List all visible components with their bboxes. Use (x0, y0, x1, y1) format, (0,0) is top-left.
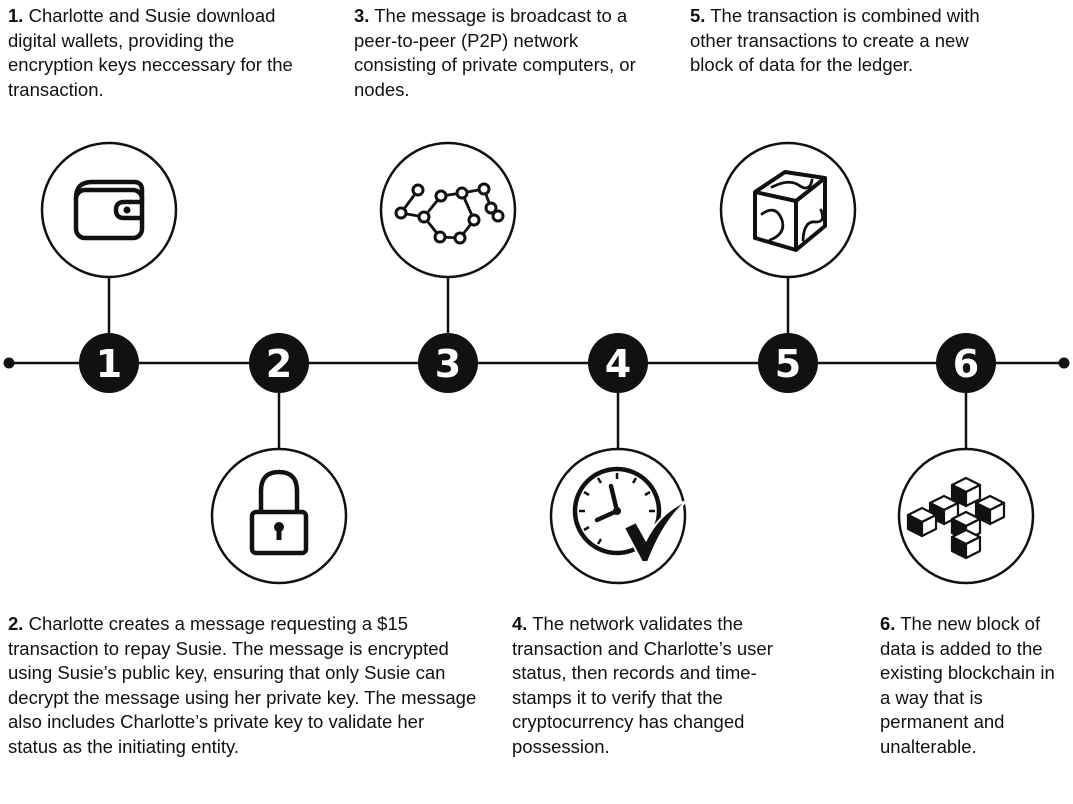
step-2-number: 2 (266, 342, 292, 386)
step-5-caption: 5. The transaction is combined with othe… (690, 4, 980, 78)
step-3-caption: 3. The message is broadcast to a peer-to… (354, 4, 644, 102)
step-3-text: The message is broadcast to a peer-to-pe… (354, 5, 636, 100)
data-block-icon (719, 141, 857, 279)
step-3-marker: 3 (418, 333, 478, 393)
chain-cube-far-left (906, 506, 938, 538)
step-6-marker: 6 (936, 333, 996, 393)
step-2-label: 2. (8, 613, 24, 634)
step-5-marker: 5 (758, 333, 818, 393)
connectors (107, 278, 968, 448)
timeline-start-dot (3, 357, 15, 369)
step-1-number: 1 (96, 342, 122, 386)
wallet-icon (40, 141, 178, 279)
timeline-end-dot (1058, 357, 1070, 369)
step-6-text: The new block of data is added to the ex… (880, 613, 1055, 757)
step-3-number: 3 (435, 342, 461, 386)
step-4-marker: 4 (588, 333, 648, 393)
step-1-caption: 1. Charlotte and Susie download digital … (8, 4, 308, 102)
chain-cube-right (974, 494, 1006, 526)
step-4-caption: 4. The network validates the transaction… (512, 612, 792, 759)
step-2-marker: 2 (249, 333, 309, 393)
blockchain-icon (897, 447, 1035, 585)
step-1-text: Charlotte and Susie download digital wal… (8, 5, 293, 100)
step-4-number: 4 (605, 342, 631, 386)
step-5-label: 5. (690, 5, 706, 26)
step-3-label: 3. (354, 5, 370, 26)
step-6-number: 6 (953, 342, 979, 386)
step-6-label: 6. (880, 613, 896, 634)
step-5-number: 5 (775, 342, 801, 386)
network-nodes-icon (379, 141, 517, 279)
step-6-caption: 6. The new block of data is added to the… (880, 612, 1070, 759)
step-1-label: 1. (8, 5, 24, 26)
padlock-icon (210, 447, 348, 585)
chain-cube-bottom (950, 528, 982, 560)
timeline (3, 357, 1070, 369)
step-1-marker: 1 (79, 333, 139, 393)
step-4-text: The network validates the transaction an… (512, 613, 773, 757)
step-5-text: The transaction is combined with other t… (690, 5, 980, 75)
step-2-caption: 2. Charlotte creates a message requestin… (8, 612, 478, 759)
step-4-label: 4. (512, 613, 528, 634)
clock-checkmark-icon (549, 447, 689, 585)
step-2-text: Charlotte creates a message requesting a… (8, 613, 477, 757)
